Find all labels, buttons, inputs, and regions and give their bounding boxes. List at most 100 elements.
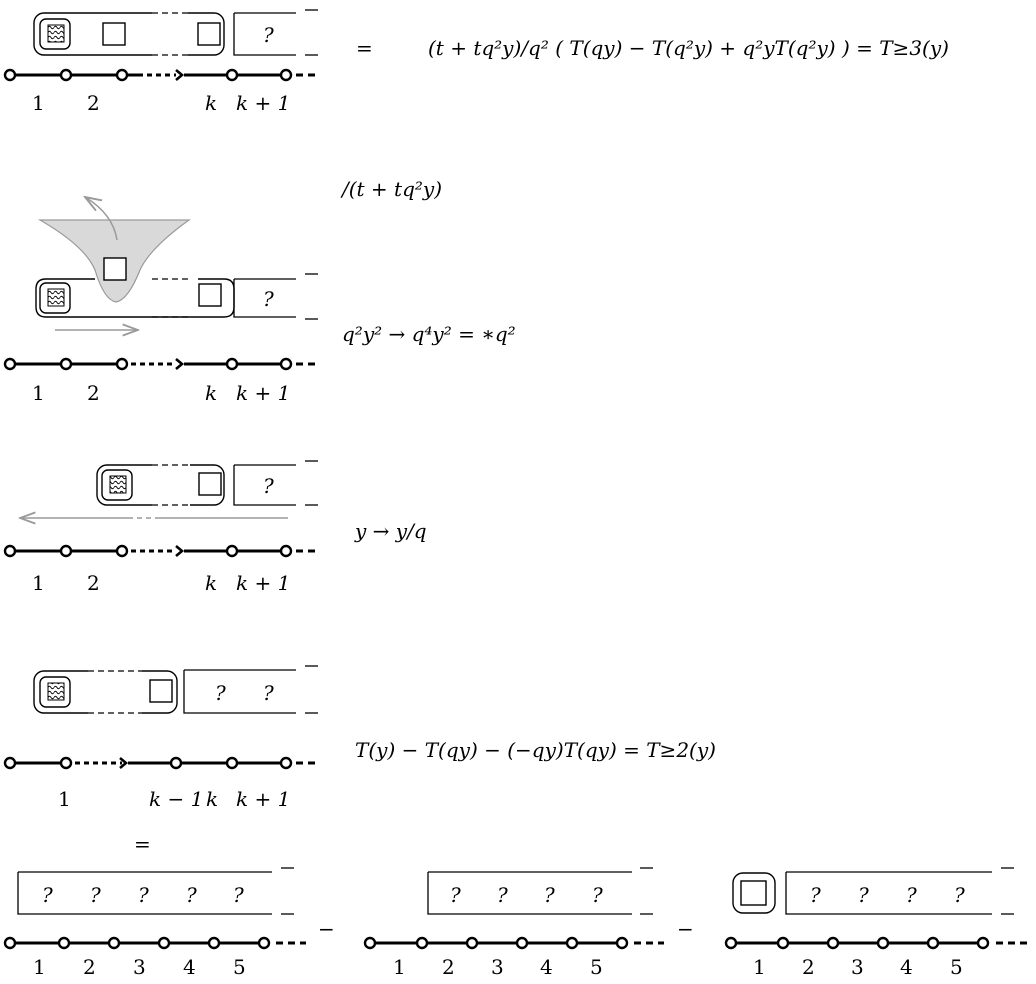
lifted-cell bbox=[103, 257, 127, 281]
node-label: 1 bbox=[32, 571, 45, 595]
query-mark: ? bbox=[544, 883, 555, 907]
chain-node bbox=[157, 936, 171, 950]
wavy-cell bbox=[47, 288, 65, 307]
node-label: k + 1 bbox=[236, 91, 290, 115]
chain-node bbox=[515, 936, 529, 950]
empty-cell bbox=[198, 283, 222, 307]
wavy-cell-frame bbox=[39, 18, 71, 50]
chain-node bbox=[976, 936, 990, 950]
chain-node bbox=[115, 357, 129, 371]
state-box: ? ? bbox=[33, 665, 318, 715]
query-mark: ? bbox=[42, 883, 53, 907]
node-label: 2 bbox=[87, 571, 100, 595]
query-box bbox=[17, 871, 272, 915]
chain-node bbox=[225, 756, 239, 770]
operator: − bbox=[677, 917, 694, 941]
chain-node bbox=[207, 936, 221, 950]
query-box bbox=[183, 669, 296, 714]
chain-node bbox=[257, 936, 271, 950]
wavy-cell-frame bbox=[39, 282, 71, 314]
node-label: 5 bbox=[233, 955, 246, 979]
chain-node bbox=[107, 936, 121, 950]
state-box: ? bbox=[96, 460, 318, 507]
query-mark: ? bbox=[90, 883, 101, 907]
wavy-cell bbox=[47, 24, 65, 43]
chain-node bbox=[57, 936, 71, 950]
node-label: k bbox=[206, 787, 218, 811]
query-mark: ? bbox=[233, 883, 244, 907]
formula: (t + tq²y)/q² ( T(qy) − T(q²y) + q²yT(q²… bbox=[428, 36, 949, 60]
query-mark: ? bbox=[810, 883, 821, 907]
query-mark: ? bbox=[186, 883, 197, 907]
rounded-cell-frame bbox=[732, 872, 776, 914]
chain-node bbox=[59, 68, 73, 82]
chain-node bbox=[926, 936, 940, 950]
chain-node bbox=[279, 357, 293, 371]
chain-node bbox=[279, 756, 293, 770]
chain-node bbox=[3, 68, 17, 82]
wavy-cell bbox=[47, 682, 65, 701]
chain-node bbox=[115, 544, 129, 558]
node-label: 5 bbox=[590, 955, 603, 979]
rounded-container bbox=[35, 278, 235, 318]
chain-node bbox=[225, 544, 239, 558]
chain-node bbox=[724, 936, 738, 950]
chain-node bbox=[3, 357, 17, 371]
node-label: 3 bbox=[491, 955, 504, 979]
chain-node bbox=[826, 936, 840, 950]
chain-node bbox=[225, 357, 239, 371]
term-3: ? ? ? ? 1 2 3 4 5 bbox=[724, 867, 1030, 979]
chain-node bbox=[465, 936, 479, 950]
chain-node bbox=[59, 756, 73, 770]
empty-cell bbox=[149, 679, 173, 703]
formula: T(y) − T(qy) − (−qy)T(qy) = T≥2(y) bbox=[355, 738, 716, 762]
chain-node bbox=[876, 936, 890, 950]
query-mark: ? bbox=[858, 883, 869, 907]
node-label: 1 bbox=[33, 955, 46, 979]
query-mark: ? bbox=[497, 883, 508, 907]
query-mark: ? bbox=[954, 883, 965, 907]
chain-node bbox=[225, 68, 239, 82]
chain-node bbox=[115, 68, 129, 82]
query-mark: ? bbox=[263, 681, 274, 705]
query-mark: ? bbox=[215, 681, 226, 705]
node-chain: 1 2 k k + 1 bbox=[3, 544, 318, 595]
node-label: k − 1 bbox=[149, 787, 203, 811]
chain-node bbox=[279, 544, 293, 558]
node-label: 3 bbox=[133, 955, 146, 979]
annotation: y → y/q bbox=[354, 519, 427, 543]
query-mark: ? bbox=[450, 883, 461, 907]
node-label: 2 bbox=[87, 381, 100, 405]
query-box bbox=[233, 12, 296, 56]
panel-3: ? 1 2 k k + 1 y → y/q bbox=[3, 460, 427, 595]
node-label: k bbox=[205, 91, 217, 115]
chain-node bbox=[776, 936, 790, 950]
node-label: k bbox=[205, 571, 217, 595]
node-label: k + 1 bbox=[236, 381, 290, 405]
query-mark: ? bbox=[906, 883, 917, 907]
chain-node bbox=[3, 544, 17, 558]
query-box bbox=[427, 871, 632, 915]
node-label: 1 bbox=[393, 955, 406, 979]
node-label: 4 bbox=[183, 955, 196, 979]
annotation: q²y² → q⁴y² = ∗q² bbox=[342, 322, 516, 346]
chain-node bbox=[363, 936, 377, 950]
panel-2: ? 1 2 k k + 1 /(t + tq²y) q²y² → q⁴y² = … bbox=[3, 177, 516, 405]
relation-symbol: = bbox=[356, 36, 373, 60]
panel-4: ? ? 1 k − 1 k k + 1 T(y) − T(qy) − (−qy)… bbox=[3, 665, 716, 856]
chain-node bbox=[59, 357, 73, 371]
chain-node bbox=[169, 756, 183, 770]
empty-cell bbox=[102, 22, 126, 46]
bottom-row: ? ? ? ? ? 1 2 3 4 5 − ? ? ? bbox=[3, 867, 1030, 979]
lift-arrow bbox=[85, 197, 118, 241]
chain-node bbox=[415, 936, 429, 950]
node-label: 3 bbox=[851, 955, 864, 979]
node-label: k + 1 bbox=[236, 787, 290, 811]
relation-symbol: = bbox=[134, 832, 151, 856]
node-label: k bbox=[205, 381, 217, 405]
wavy-cell bbox=[109, 475, 127, 494]
query-mark: ? bbox=[263, 287, 274, 311]
wavy-cell-frame bbox=[101, 469, 133, 501]
